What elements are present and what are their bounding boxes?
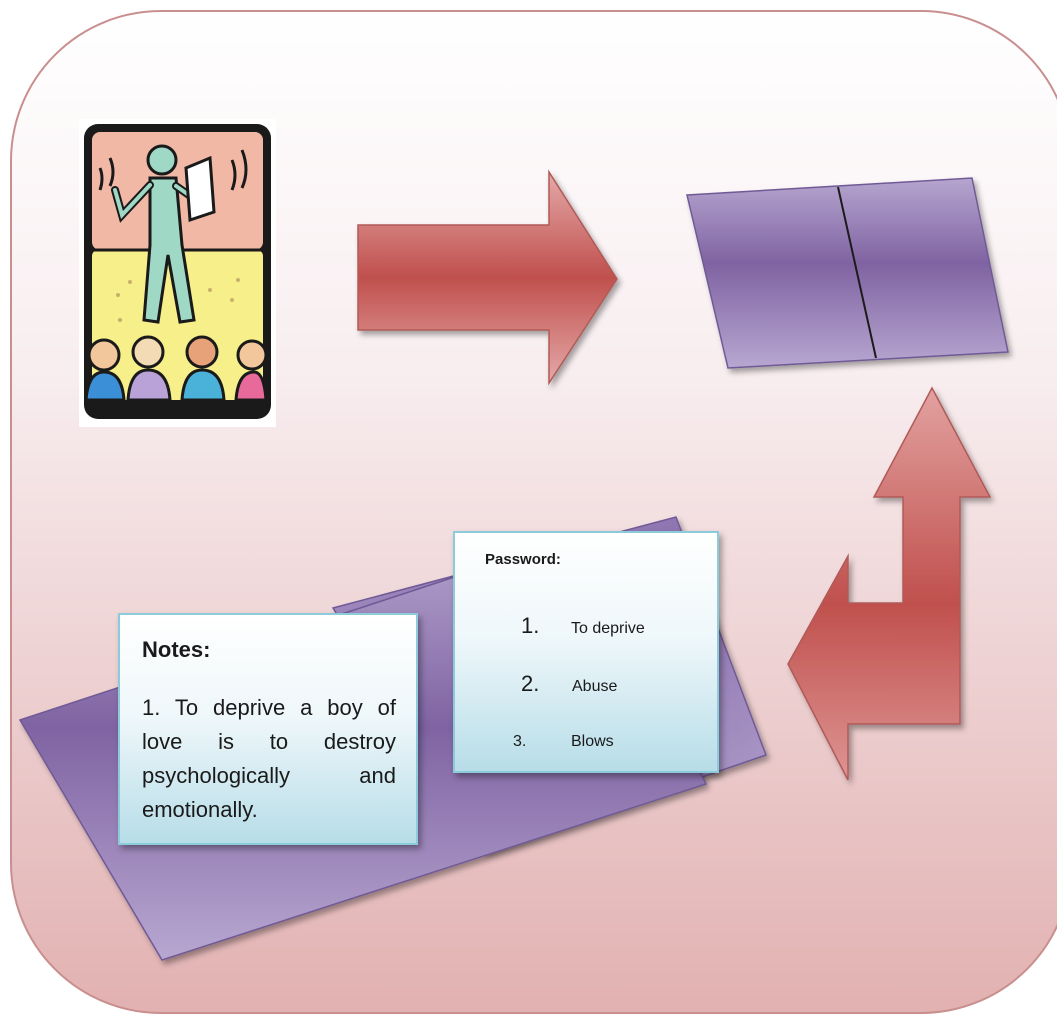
notes-card: Notes: 1. To deprive a boy of love is to… [118, 613, 418, 845]
password-item-number: 3. [513, 733, 527, 750]
password-item-label: Blows [571, 733, 614, 750]
password-item-2: 2. Abuse [521, 671, 617, 697]
split-parallelogram [686, 177, 1009, 369]
presenter-clipart-icon [79, 119, 276, 427]
notes-text: 1. To deprive a boy of love is to destro… [142, 695, 396, 822]
right-arrow [357, 169, 618, 386]
bent-up-arrow [787, 386, 992, 781]
password-title: Password: [485, 551, 561, 568]
notes-title: Notes: [142, 637, 211, 662]
password-item-number: 1. [521, 613, 540, 638]
password-item-label: To deprive [571, 620, 645, 637]
password-card: Password: 1. To deprive 2. Abuse 3. Blow… [453, 531, 719, 773]
password-item-3: 3. Blows [513, 733, 614, 751]
password-item-number: 2. [521, 671, 540, 696]
password-item-1: 1. To deprive [521, 613, 645, 639]
password-item-label: Abuse [572, 678, 618, 695]
